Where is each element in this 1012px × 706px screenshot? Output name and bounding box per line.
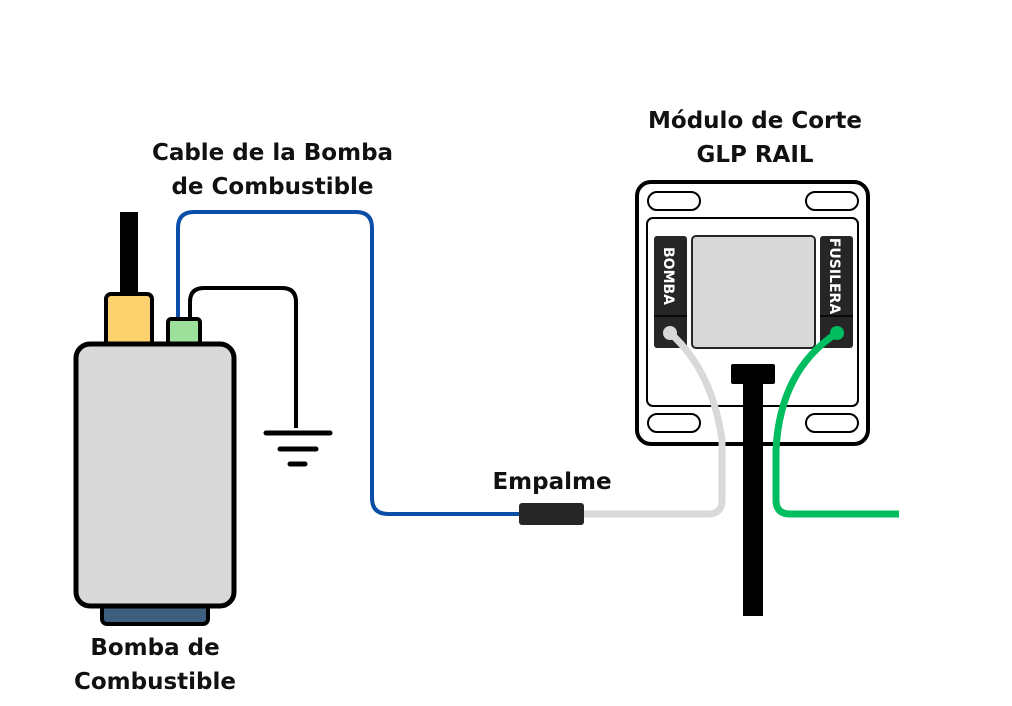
- pump-power-cable: [120, 212, 138, 296]
- mount-slot: [805, 191, 859, 211]
- green-connector: [166, 317, 202, 347]
- fuel-pump-body: [73, 341, 237, 609]
- pump-title: Bomba de Combustible: [55, 631, 255, 699]
- port-label-fusilera: FUSILERA: [826, 238, 842, 314]
- module-title-line1: Módulo de Corte: [648, 108, 862, 134]
- mount-slot: [647, 413, 701, 433]
- splice-connector: [519, 503, 584, 525]
- cable-title-line2: de Combustible: [171, 174, 374, 200]
- cable-title-line1: Cable de la Bomba: [151, 140, 394, 166]
- fuse-cable-green: [772, 330, 899, 518]
- terminal-fusilera: [830, 326, 844, 340]
- ground-icon: [263, 430, 333, 467]
- pump-title-line2: Combustible: [74, 669, 236, 695]
- mount-slot: [805, 413, 859, 433]
- pump-cable-blue: [176, 210, 522, 516]
- pump-title-line1: Bomba de: [90, 635, 220, 661]
- port-bomba: [654, 236, 687, 348]
- module-display: [691, 235, 816, 349]
- module-cable-grey: [584, 330, 726, 518]
- module-title-line2: GLP RAIL: [696, 142, 814, 168]
- cable-title: Cable de la Bomba de Combustible: [140, 136, 405, 204]
- port-label-bomba: BOMBA: [660, 247, 676, 305]
- terminal-bomba: [663, 326, 677, 340]
- bracket-post: [743, 364, 763, 616]
- splice-label: Empalme: [492, 469, 612, 495]
- cut-module: [635, 180, 870, 446]
- module-title: Módulo de Corte GLP RAIL: [630, 104, 880, 172]
- port-fusilera: [820, 236, 853, 348]
- mount-slot: [647, 191, 701, 211]
- ground-wire: [188, 286, 298, 428]
